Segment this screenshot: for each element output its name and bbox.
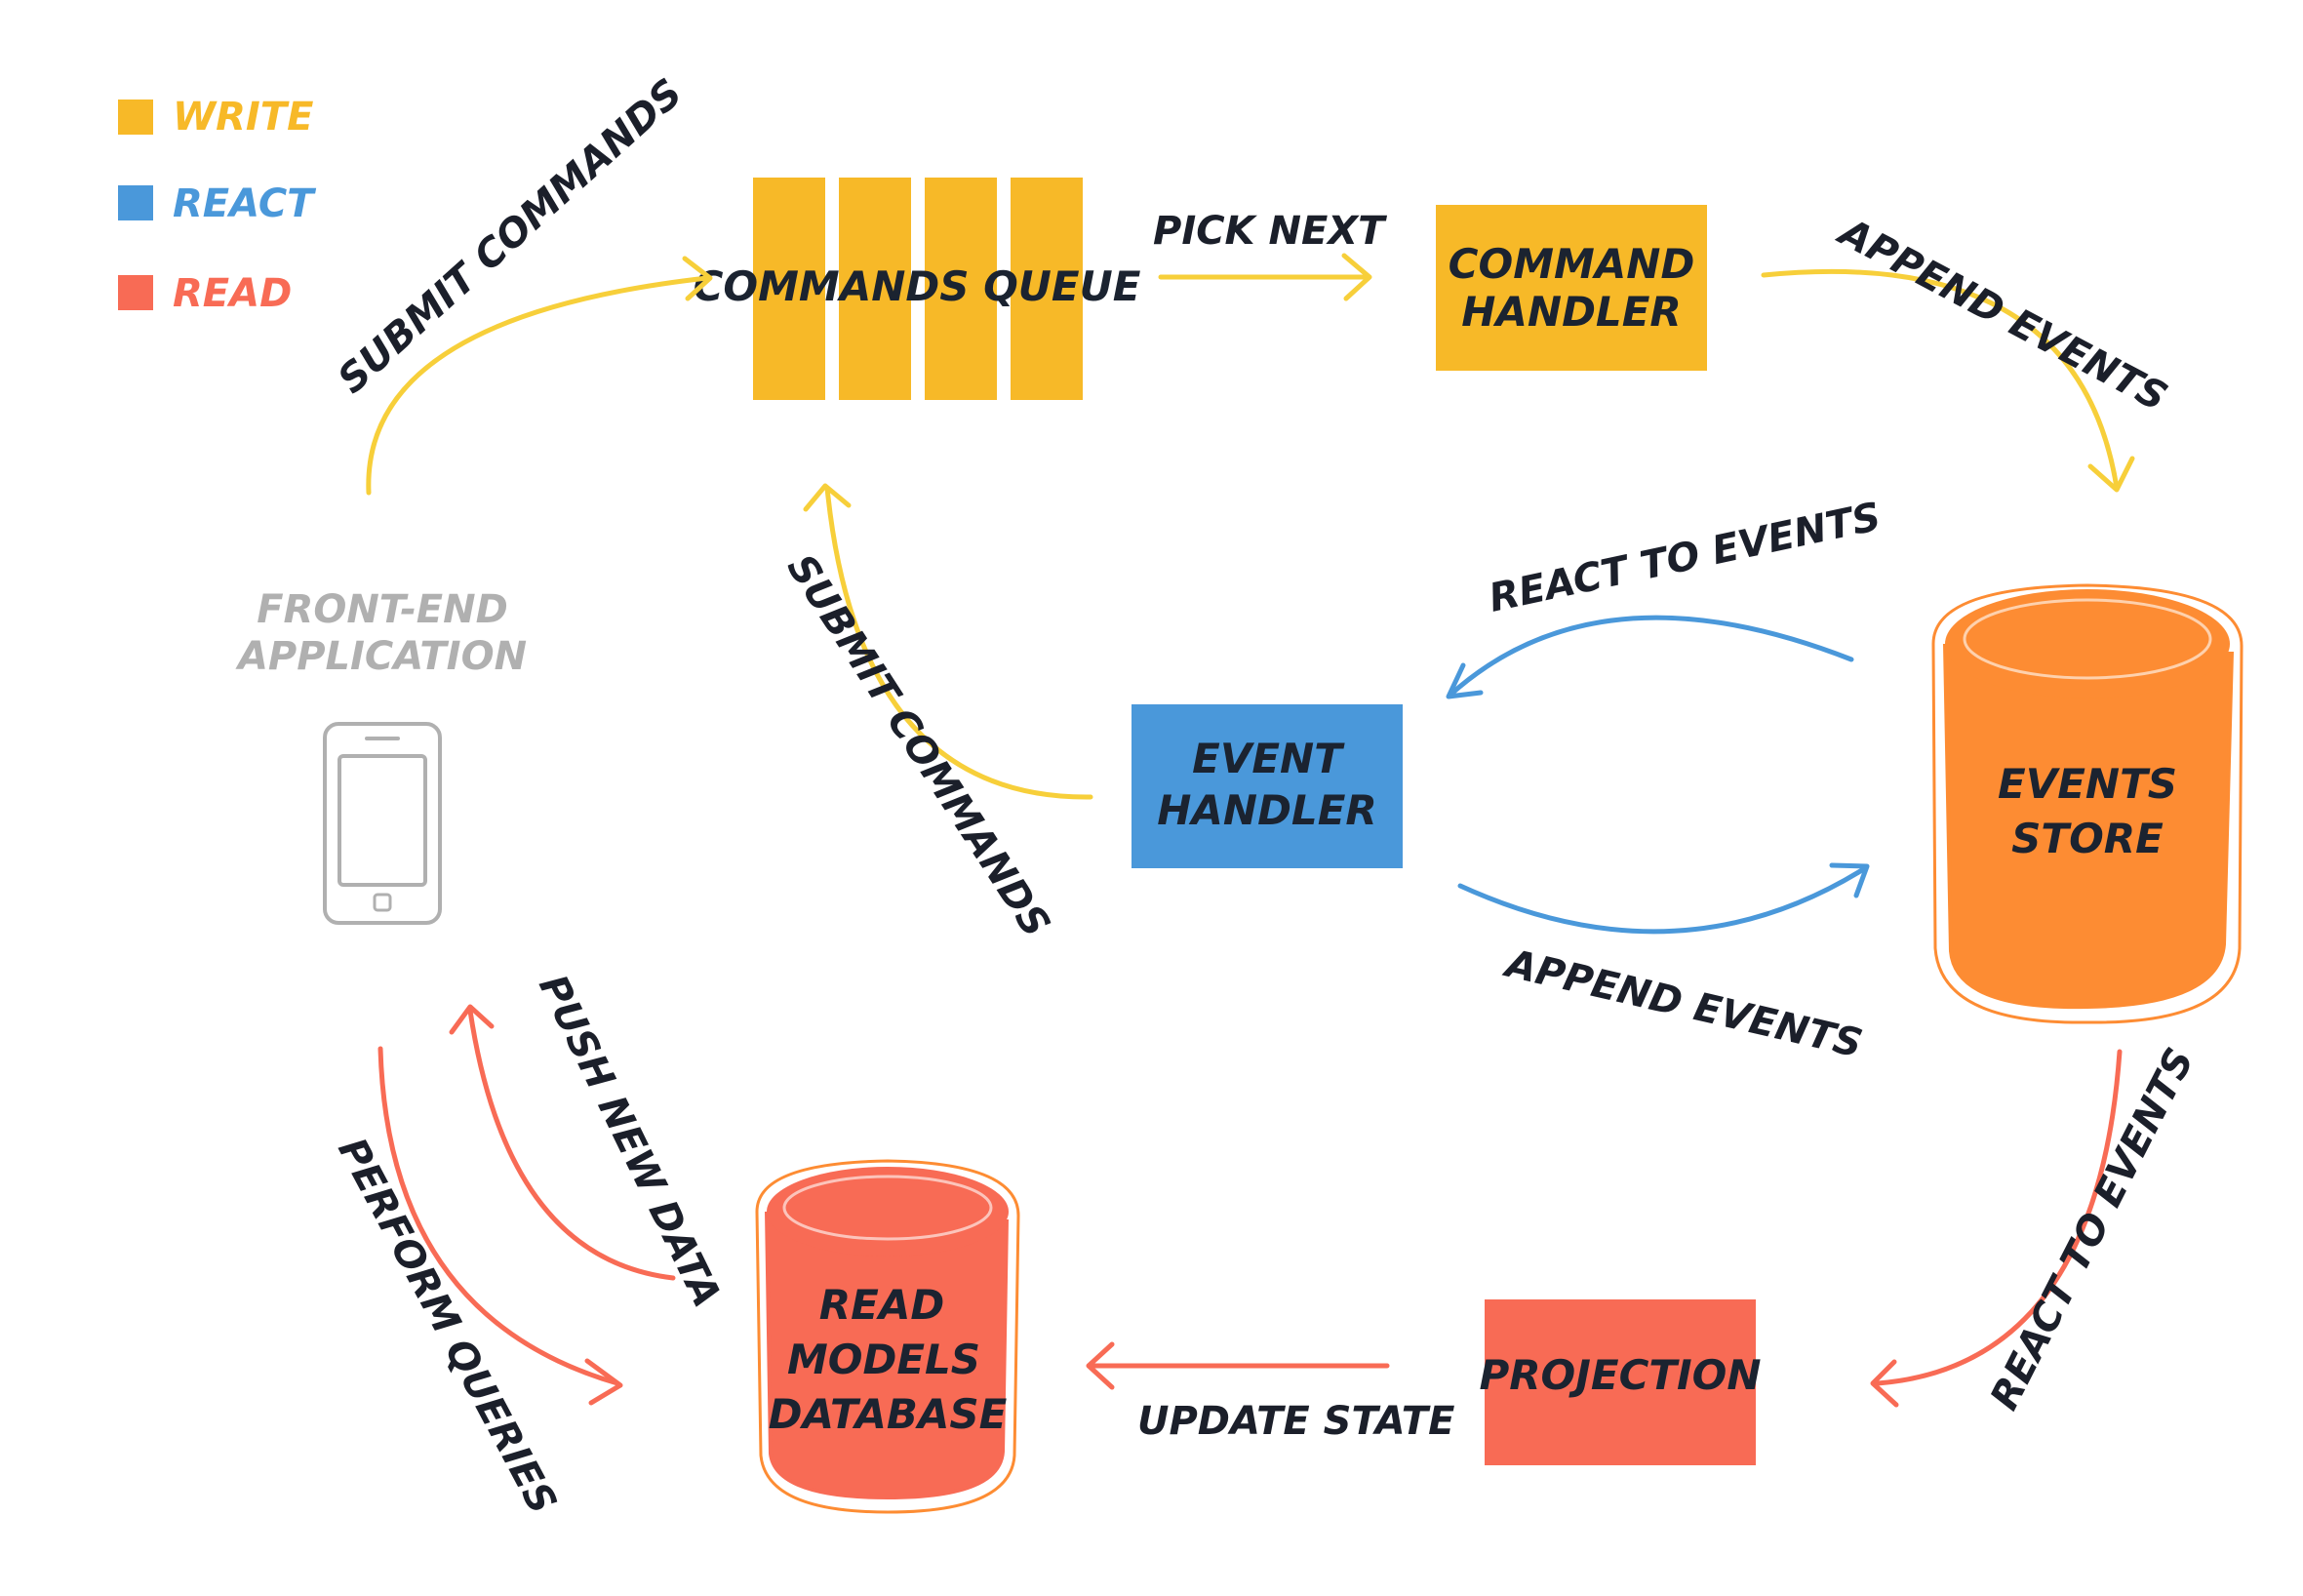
react-to-events-projection-arrow (1870, 1049, 2123, 1408)
legend-react-swatch (118, 185, 153, 220)
read-models-label-line2: MODELS (787, 1336, 980, 1383)
commands-queue-label: COMMANDS QUEUE (694, 262, 1141, 310)
commands-queue: COMMANDS QUEUE (694, 178, 1141, 400)
legend-write-swatch (118, 100, 153, 135)
events-store-label-line1: EVENTS (1998, 760, 2177, 808)
event-handler-label-line1: EVENT (1192, 735, 1345, 782)
front-end-label-line1: FRONT-END (257, 587, 508, 632)
event-handler: EVENT HANDLER (1132, 704, 1403, 868)
front-end-application: FRONT-END APPLICATION (235, 587, 527, 925)
submit-commands-frontend-label: SUBMIT COMMANDS (330, 70, 691, 402)
submit-commands-frontend-arrow (366, 256, 713, 496)
events-store-label-line2: STORE (2011, 815, 2164, 862)
events-store-top-inner (1963, 598, 2212, 680)
event-handler-label-line2: HANDLER (1157, 786, 1376, 834)
queue-slot-1 (753, 178, 825, 400)
update-state-label: UPDATE STATE (1137, 1399, 1454, 1444)
read-models-label-line1: READ (819, 1281, 944, 1329)
events-store: EVENTS STORE (1931, 583, 2243, 1024)
perform-queries-arrow (377, 1046, 623, 1406)
push-new-data-label: PUSH NEW DATA (530, 968, 730, 1314)
events-store-rim-outline (1931, 583, 2243, 1024)
read-models-rim-outline (755, 1159, 1020, 1514)
react-to-events-projection-label: REACT TO EVENTS (1982, 1041, 2204, 1416)
react-to-events-handler-arrow (1446, 615, 1854, 699)
submit-commands-reactor-arrow (803, 483, 1093, 800)
read-models-top-inner (782, 1175, 993, 1241)
legend: WRITE REACT READ (118, 95, 316, 316)
projection-label: PROJECTION (1479, 1351, 1761, 1399)
legend-write-label: WRITE (173, 95, 313, 140)
read-models-database: READ MODELS DATABASE (755, 1159, 1020, 1514)
read-models-label-line3: DATABASE (769, 1390, 1008, 1438)
queue-slot-3 (925, 178, 997, 400)
command-handler: COMMAND HANDLER (1436, 205, 1707, 371)
append-events-reactor-arrow (1457, 862, 1870, 935)
update-state-arrow (1086, 1341, 1390, 1390)
append-events-reactor-label: APPEND EVENTS (1499, 940, 1866, 1066)
projection: PROJECTION (1479, 1299, 1762, 1465)
pick-next-label: PICK NEXT (1153, 209, 1387, 254)
front-end-label-line2: APPLICATION (235, 634, 527, 679)
pick-next-arrow (1158, 253, 1372, 301)
legend-read-label: READ (173, 271, 292, 316)
legend-react-label: REACT (173, 181, 316, 226)
command-handler-label-line1: COMMAND (1449, 240, 1695, 288)
legend-read-swatch (118, 275, 153, 310)
push-new-data-arrow (449, 1004, 676, 1281)
events-store-body (1943, 643, 2234, 1010)
react-to-events-handler-label: REACT TO EVENTS (1486, 495, 1885, 621)
smartphone-icon (323, 722, 442, 925)
append-events-handler-arrow (1761, 268, 2135, 493)
read-models-body (765, 1211, 1009, 1500)
command-handler-label-line2: HANDLER (1461, 288, 1681, 336)
append-events-handler-label: APPEND EVENTS (1830, 209, 2174, 420)
event-handler-box (1132, 704, 1403, 868)
queue-slot-2 (839, 178, 911, 400)
submit-commands-reactor-label: SUBMIT COMMANDS (778, 546, 1059, 944)
projection-box (1485, 1299, 1756, 1465)
queue-slot-4 (1011, 178, 1083, 400)
command-handler-box (1436, 205, 1707, 371)
